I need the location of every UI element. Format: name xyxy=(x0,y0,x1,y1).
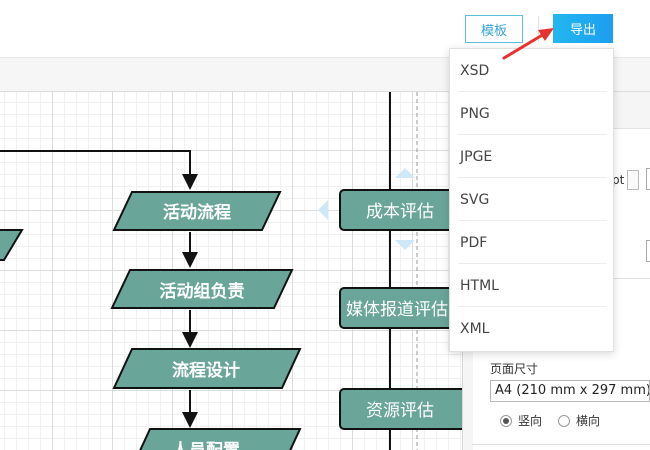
template-button[interactable]: 模板 xyxy=(465,15,523,43)
export-menu-item-xml[interactable]: XML xyxy=(460,320,490,337)
unit-label: pt xyxy=(612,173,625,187)
export-menu-item-html[interactable]: HTML xyxy=(450,264,615,307)
panel-control[interactable] xyxy=(646,168,650,190)
landscape-label: 横向 xyxy=(576,414,601,428)
diagram-canvas[interactable]: 活动流程 活动组负责 流程设计 人员配置 成本评估 xyxy=(0,92,462,450)
svg-text:成本评估: 成本评估 xyxy=(366,202,434,222)
portrait-label: 竖向 xyxy=(518,414,543,428)
flow-node-process-design[interactable]: 流程设计 xyxy=(112,348,302,389)
flow-node-activity-process[interactable]: 活动流程 xyxy=(112,191,282,231)
flow-node-media-evaluation[interactable]: 媒体报道评估 xyxy=(339,287,462,329)
toolbar-divider xyxy=(538,16,539,42)
export-menu-item-xsd[interactable]: XSD xyxy=(450,49,615,92)
export-menu-item-jpge[interactable]: JPGE xyxy=(450,135,615,178)
svg-text:媒体报道评估: 媒体报道评估 xyxy=(346,300,448,320)
svg-text:资源评估: 资源评估 xyxy=(366,401,434,421)
svg-text:流程设计: 流程设计 xyxy=(172,360,240,381)
orientation-options: 竖向 横向 xyxy=(500,412,600,429)
svg-text:人员配置: 人员配置 xyxy=(172,441,240,450)
flow-node-resource-evaluation[interactable]: 资源评估 xyxy=(339,388,462,430)
export-menu: XSD PNG JPGE SVG PDF HTML XML xyxy=(449,48,614,352)
selection-handle-left[interactable] xyxy=(318,200,328,220)
annotation-arrow-icon xyxy=(502,28,554,60)
panel-control[interactable] xyxy=(646,240,650,262)
flow-node-activity-group[interactable]: 活动组负责 xyxy=(110,269,294,309)
svg-text:活动流程: 活动流程 xyxy=(163,202,231,223)
flow-node-cost-evaluation[interactable]: 成本评估 xyxy=(339,189,462,231)
export-menu-item-png[interactable]: PNG xyxy=(450,92,615,135)
export-button[interactable]: 导出 xyxy=(553,14,613,43)
export-menu-item-pdf[interactable]: PDF xyxy=(450,221,615,264)
landscape-radio[interactable] xyxy=(558,414,571,427)
flowchart: 活动流程 活动组负责 流程设计 人员配置 成本评估 xyxy=(0,92,462,450)
panel-divider xyxy=(472,444,650,445)
selection-handle-down[interactable] xyxy=(395,240,415,250)
selection-handle-up[interactable] xyxy=(395,168,415,178)
svg-text:活动组负责: 活动组负责 xyxy=(160,281,245,302)
export-menu-item-svg[interactable]: SVG xyxy=(450,178,615,221)
connector-line xyxy=(0,150,198,190)
page-size-label: 页面尺寸 xyxy=(490,362,539,376)
page-size-select[interactable]: A4 (210 mm x 297 mm) xyxy=(490,380,650,402)
flow-node-staffing[interactable]: 人员配置 xyxy=(132,428,302,450)
flow-node-partial xyxy=(0,229,24,261)
top-toolbar: 模板 导出 xyxy=(0,0,650,57)
portrait-radio[interactable] xyxy=(500,414,512,427)
number-stepper[interactable] xyxy=(627,170,639,190)
